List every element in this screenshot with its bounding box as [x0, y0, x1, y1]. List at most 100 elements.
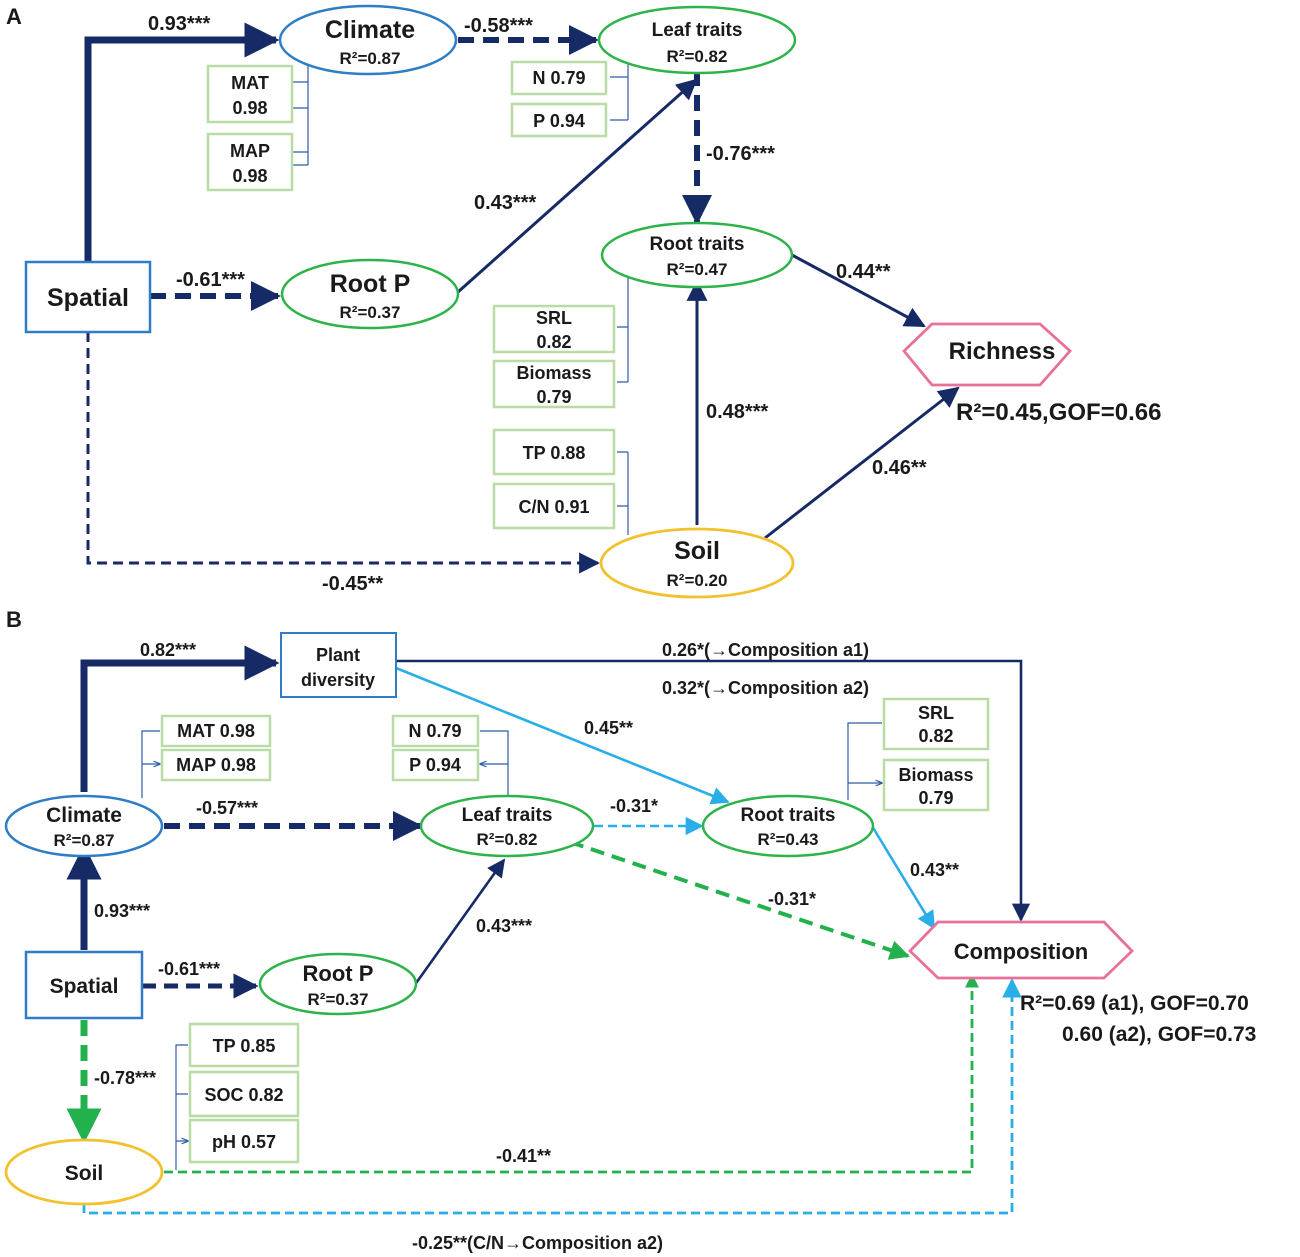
node-b-climate-r2: R²=0.87: [54, 831, 115, 850]
svg-text:MAT: MAT: [231, 73, 269, 93]
indicator-a-srl: SRL 0.82: [492, 304, 616, 354]
bracket-b-climate: [141, 730, 160, 798]
path-b-cn-composition: [82, 978, 1022, 1215]
indicator-a-map: MAP 0.98: [206, 132, 294, 192]
svg-text:C/N 0.91: C/N 0.91: [518, 497, 589, 517]
node-a-spatial-label: Spatial: [47, 284, 129, 312]
node-a-leaf[interactable]: Leaf traits R²=0.82: [597, 5, 797, 75]
bracket-soil-indicators: [617, 451, 629, 535]
node-a-climate[interactable]: Climate R²=0.87: [278, 4, 458, 76]
node-b-leaf[interactable]: Leaf traits R²=0.82: [419, 794, 595, 858]
node-b-plant-line1: Plant: [316, 645, 360, 665]
node-b-soil[interactable]: Soil: [4, 1138, 164, 1206]
node-b-rootp[interactable]: Root P R²=0.37: [258, 952, 418, 1016]
node-a-soil-label: Soil: [674, 537, 720, 565]
svg-text:Biomass: Biomass: [516, 363, 591, 383]
node-a-richness[interactable]: Richness: [902, 322, 1072, 387]
coef-b-spatial-soil: -0.78***: [94, 1068, 156, 1088]
indicator-b-p: P 0.94: [391, 748, 480, 782]
svg-text:TP 0.88: TP 0.88: [523, 443, 586, 463]
fit-a: R²=0.45,GOF=0.66: [956, 399, 1161, 426]
path-spatial-soil: [86, 332, 601, 574]
node-a-spatial[interactable]: Spatial: [24, 260, 152, 334]
coef-b-rootp-leaf: 0.43***: [476, 916, 532, 936]
path-b-soil-composition: [164, 973, 979, 1174]
node-b-root-r2: R²=0.43: [758, 830, 819, 849]
path-b-plant-composition: [396, 659, 1031, 922]
panel-b-paths: [66, 645, 1031, 1215]
node-a-soil[interactable]: Soil R²=0.20: [599, 527, 795, 599]
node-a-root[interactable]: Root traits R²=0.47: [600, 221, 794, 289]
node-a-leaf-r2: R²=0.82: [667, 47, 728, 66]
coef-b-spatial-rootp: -0.61***: [158, 959, 220, 979]
indicator-b-mat: MAT 0.98: [160, 714, 272, 748]
coef-a-spatial-soil: -0.45**: [322, 573, 383, 595]
node-a-leaf-label: Leaf traits: [652, 20, 743, 41]
bracket-root-indicators: [617, 270, 629, 383]
indicator-a-p: P 0.94: [510, 102, 608, 138]
node-b-spatial[interactable]: Spatial: [24, 950, 144, 1020]
path-b-root-composition: [870, 825, 936, 930]
svg-text:SRL: SRL: [918, 703, 954, 723]
coef-a-climate-leaf: -0.58***: [464, 15, 533, 37]
svg-text:Biomass: Biomass: [898, 765, 973, 785]
indicator-b-srl: SRL 0.82: [882, 697, 990, 751]
svg-text:TP 0.85: TP 0.85: [213, 1036, 276, 1056]
indicator-a-biomass: Biomass 0.79: [492, 359, 616, 409]
node-b-root[interactable]: Root traits R²=0.43: [701, 794, 875, 858]
coef-b-plant-comp-a2: 0.32*(→Composition a2): [662, 678, 869, 698]
indicator-b-soc: SOC 0.82: [188, 1070, 300, 1118]
svg-text:0.98: 0.98: [232, 166, 267, 186]
node-a-rootp-r2: R²=0.37: [340, 303, 401, 322]
coef-b-cn-composition: -0.25**(C/N→Composition a2): [412, 1233, 663, 1253]
coef-b-spatial-climate: 0.93***: [94, 901, 150, 921]
path-soil-richness: [764, 386, 960, 540]
node-b-root-label: Root traits: [741, 805, 836, 826]
path-rootp-leaf: [457, 78, 698, 294]
node-a-rootp[interactable]: Root P R²=0.37: [280, 258, 460, 330]
node-a-climate-r2: R²=0.87: [340, 49, 401, 68]
node-b-composition[interactable]: Composition: [908, 920, 1134, 980]
svg-text:P 0.94: P 0.94: [533, 111, 585, 131]
path-b-rootp-leaf: [412, 858, 506, 987]
node-b-leaf-r2: R²=0.82: [477, 830, 538, 849]
node-b-rootp-r2: R²=0.37: [308, 990, 369, 1009]
svg-text:P 0.94: P 0.94: [409, 755, 461, 775]
node-b-spatial-label: Spatial: [50, 975, 119, 998]
panel-a-paths: [84, 22, 960, 574]
coef-a-soil-richness: 0.46**: [872, 457, 927, 479]
svg-text:0.79: 0.79: [536, 387, 571, 407]
coef-a-root-richness: 0.44**: [836, 261, 891, 283]
svg-text:N 0.79: N 0.79: [408, 721, 461, 741]
indicator-b-map: MAP 0.98: [160, 748, 272, 782]
coef-b-leaf-composition: -0.31*: [768, 889, 816, 909]
svg-text:MAP: MAP: [230, 141, 270, 161]
node-b-plant-line2: diversity: [301, 670, 375, 690]
panel-a-label: A: [6, 4, 22, 29]
indicator-a-cn: C/N 0.91: [492, 482, 616, 530]
node-a-richness-label: Richness: [949, 338, 1056, 365]
path-b-leaf-composition: [569, 840, 910, 960]
fit-b-line1: R²=0.69 (a1), GOF=0.70: [1020, 992, 1249, 1015]
node-b-climate[interactable]: Climate R²=0.87: [4, 794, 164, 858]
panel-a: A Spatial Climate R²=0.87: [6, 4, 1161, 599]
node-a-soil-r2: R²=0.20: [667, 571, 728, 590]
indicator-b-biomass: Biomass 0.79: [882, 758, 990, 812]
bracket-b-root: [847, 722, 882, 800]
node-a-root-r2: R²=0.47: [667, 260, 728, 279]
node-b-plant[interactable]: Plant diversity: [280, 632, 397, 698]
svg-text:SOC 0.82: SOC 0.82: [204, 1085, 283, 1105]
svg-text:MAT 0.98: MAT 0.98: [177, 721, 255, 741]
bracket-climate-indicators: [292, 65, 309, 166]
coef-a-spatial-climate: 0.93***: [148, 13, 210, 35]
bracket-b-leaf: [480, 730, 509, 798]
path-spatial-climate: [84, 22, 280, 262]
indicator-b-tp: TP 0.85: [188, 1022, 300, 1068]
coef-a-soil-root: 0.48***: [706, 401, 768, 423]
node-b-climate-label: Climate: [46, 804, 122, 827]
svg-text:0.98: 0.98: [232, 98, 267, 118]
node-b-soil-label: Soil: [65, 1162, 104, 1185]
svg-text:N 0.79: N 0.79: [532, 68, 585, 88]
bracket-leaf-indicators: [610, 64, 629, 121]
